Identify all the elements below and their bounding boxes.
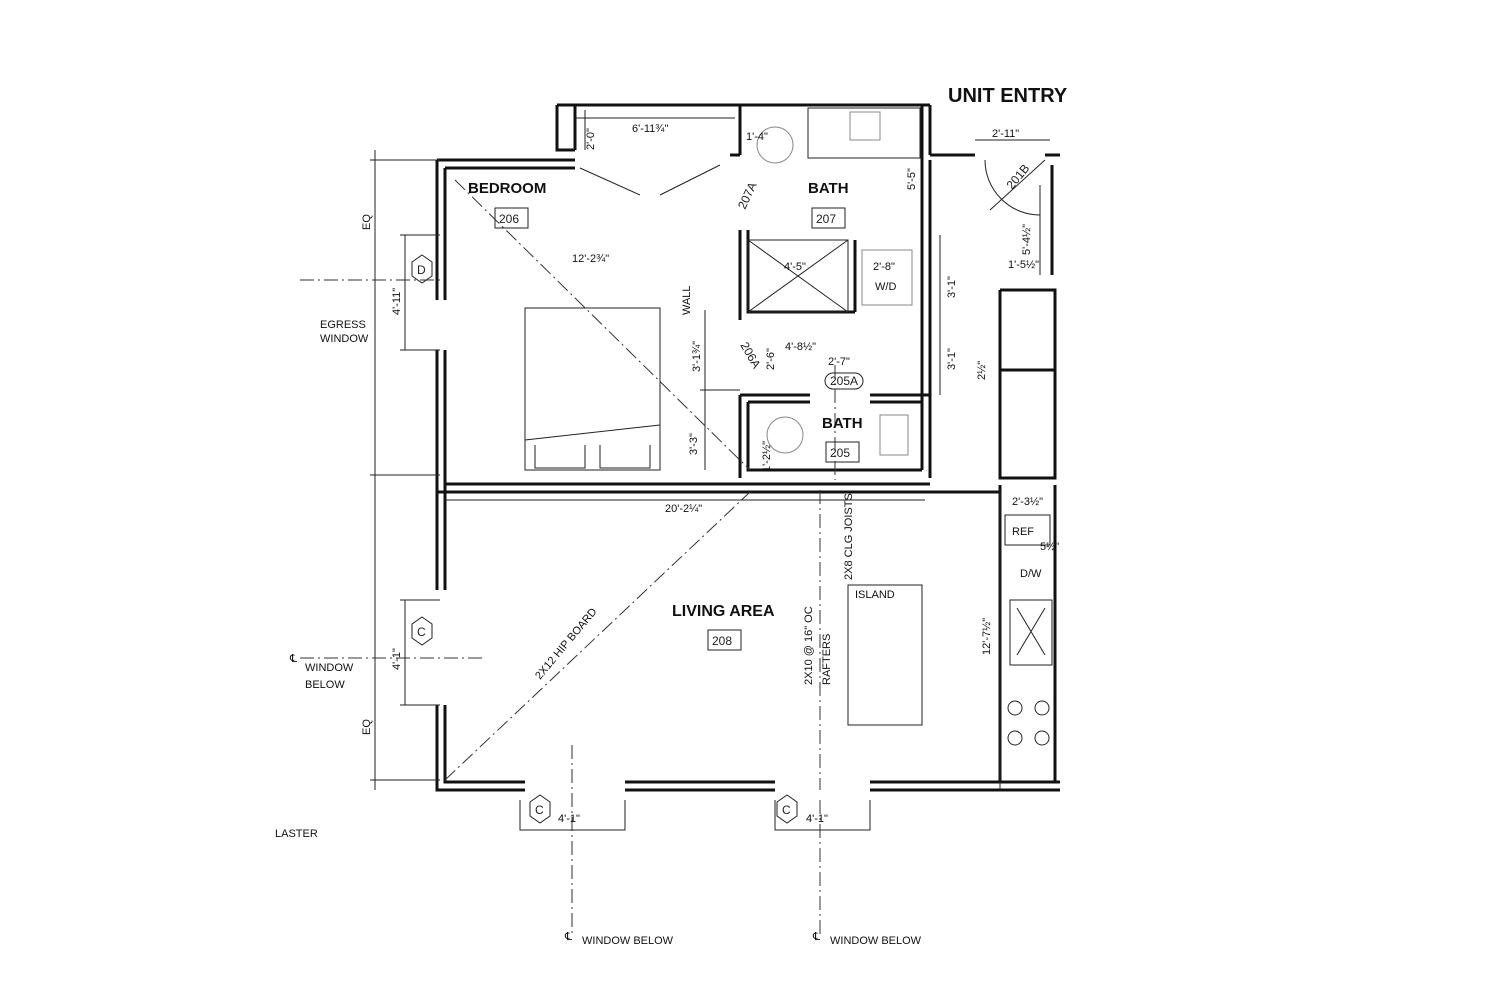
room-number-205: 205 [830, 446, 850, 460]
svg-text:2X10 @ 16" OC: 2X10 @ 16" OC [803, 606, 815, 685]
svg-text:EQ: EQ [361, 214, 373, 230]
dimension-lines [370, 110, 1050, 831]
svg-text:3'-1": 3'-1" [946, 348, 958, 370]
svg-text:℄: ℄ [289, 653, 297, 665]
svg-text:12'-7½": 12'-7½" [981, 618, 993, 655]
svg-text:EGRESS: EGRESS [320, 319, 366, 331]
dw-label: D/W [1020, 568, 1042, 580]
door-tag-206a: 206A [737, 340, 763, 371]
svg-text:6'-11¾": 6'-11¾" [632, 123, 668, 135]
svg-text:2'-7": 2'-7" [828, 356, 850, 368]
room-number-208: 208 [712, 634, 732, 648]
room-name-bath-207: BATH [808, 180, 849, 197]
svg-text:4'-5": 4'-5" [784, 261, 806, 273]
svg-text:3'-3": 3'-3" [688, 433, 700, 455]
svg-text:3'-1": 3'-1" [946, 276, 958, 298]
svg-text:2'-0": 2'-0" [585, 128, 597, 150]
window-tag-c-bottom-2: C [782, 803, 791, 817]
svg-text:WINDOW BELOW: WINDOW BELOW [830, 935, 922, 947]
svg-text:WINDOW: WINDOW [305, 662, 354, 674]
room-name-living: LIVING AREA [672, 603, 775, 620]
room-number-206: 206 [499, 212, 519, 226]
room-name-bedroom: BEDROOM [468, 180, 546, 197]
svg-text:WALL: WALL [681, 285, 693, 315]
svg-text:2'-3½": 2'-3½" [1012, 496, 1043, 508]
fixtures [524, 107, 1053, 746]
svg-text:4'-1": 4'-1" [391, 648, 403, 670]
center-lines [300, 179, 836, 935]
island-label: ISLAND [855, 589, 895, 601]
svg-text:RAFTERS: RAFTERS [821, 634, 833, 685]
window-tag-d: D [417, 263, 426, 277]
unit-entry-title: UNIT ENTRY [948, 85, 1068, 107]
door-tags: 207A 201B 206A 205A [735, 161, 1033, 390]
svg-text:1'-2½": 1'-2½" [761, 441, 773, 472]
ref-label: REF [1012, 526, 1034, 538]
svg-text:12'-2¾": 12'-2¾" [572, 253, 609, 265]
wd-label: W/D [875, 281, 896, 293]
svg-text:WINDOW BELOW: WINDOW BELOW [582, 935, 674, 947]
svg-text:℄: ℄ [564, 931, 572, 943]
svg-text:20'-2¼": 20'-2¼" [665, 503, 702, 515]
door-tag-207a: 207A [735, 180, 760, 211]
svg-text:1'-5½": 1'-5½" [1008, 259, 1039, 271]
svg-text:4'-11": 4'-11" [391, 288, 403, 315]
svg-text:5'-4½": 5'-4½" [1021, 224, 1033, 255]
svg-text:2X8 CLG JOISTS: 2X8 CLG JOISTS [843, 493, 855, 580]
svg-text:4'-8½": 4'-8½" [785, 341, 816, 353]
window-tags: D C C C [411, 254, 798, 824]
svg-text:2'-11": 2'-11" [992, 128, 1019, 140]
svg-text:2½": 2½" [976, 361, 988, 380]
window-tag-c-left: C [417, 625, 426, 639]
svg-text:BELOW: BELOW [305, 679, 345, 691]
svg-text:EQ: EQ [361, 719, 373, 735]
window-tag-c-bottom-1: C [535, 803, 544, 817]
walls [435, 103, 1060, 792]
svg-text:1'-4": 1'-4" [746, 131, 768, 143]
room-number-207: 207 [816, 212, 836, 226]
svg-text:5'-5": 5'-5" [906, 168, 918, 190]
svg-text:4'-1": 4'-1" [806, 813, 828, 825]
door-tag-201b: 201B [1004, 161, 1033, 191]
svg-text:2'-8": 2'-8" [873, 261, 895, 273]
svg-text:℄: ℄ [812, 931, 820, 943]
room-name-bath-205: BATH [822, 415, 863, 432]
dimensions: 2'-0" 6'-11¾" 1'-4" 5'-5" 2'-11" 5'-4½" … [361, 123, 1059, 825]
svg-text:3'-1¾": 3'-1¾" [691, 341, 703, 372]
svg-text:5½": 5½" [1040, 541, 1059, 553]
svg-text:WINDOW: WINDOW [320, 333, 369, 345]
svg-text:LASTER: LASTER [275, 828, 318, 840]
notes: EGRESS WINDOW ℄ WINDOW BELOW ℄ WINDOW BE… [275, 319, 922, 947]
door-tag-205a: 205A [830, 374, 858, 388]
svg-text:2'-6": 2'-6" [765, 348, 777, 370]
svg-text:4'-1": 4'-1" [558, 813, 580, 825]
